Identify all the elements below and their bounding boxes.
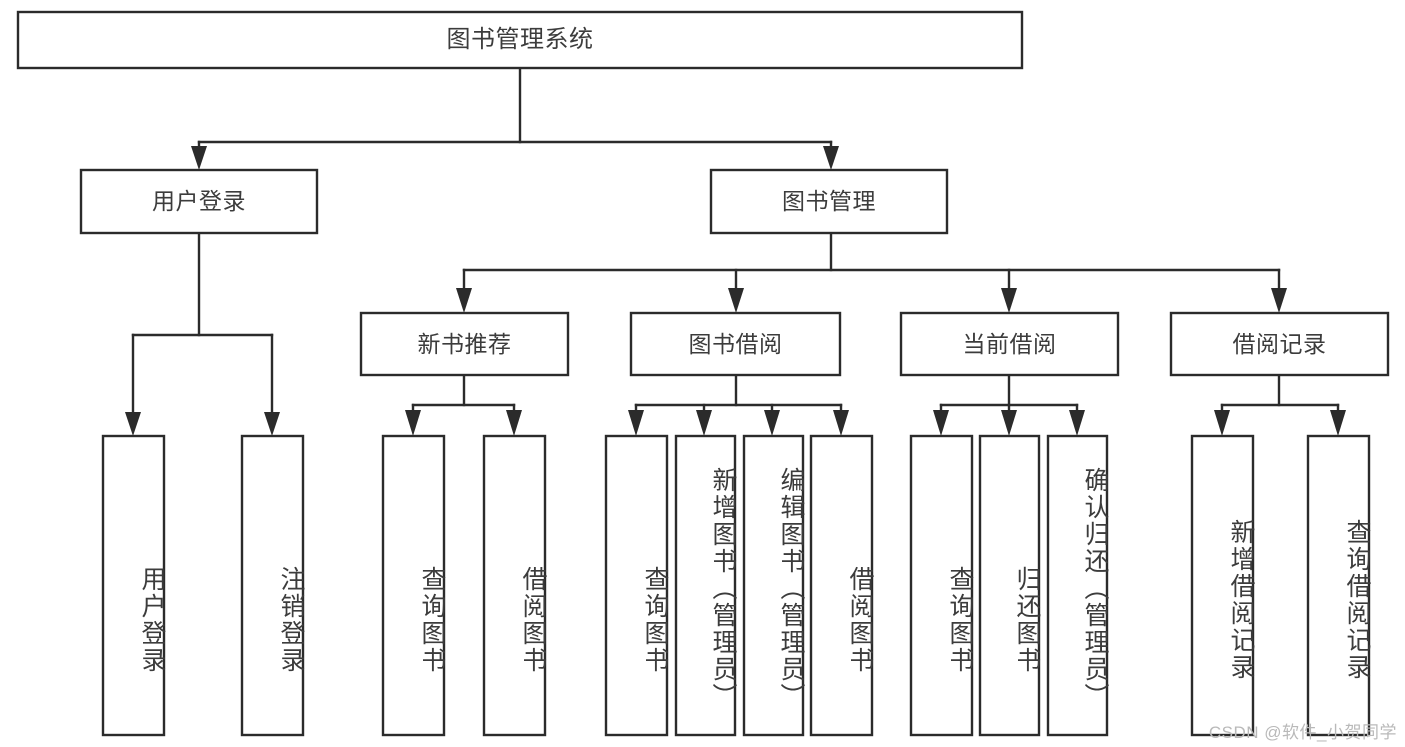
connector-records-to-leaves (1214, 373, 1346, 436)
node-box-leaf7[interactable] (742, 434, 805, 737)
connector-borrow-to-leaves (628, 373, 849, 436)
node-box-leaf6[interactable] (674, 434, 737, 737)
node-box-leaf11[interactable] (1046, 434, 1109, 737)
node-box-leaf3[interactable] (381, 434, 446, 737)
connector-bookmgmt-to-level3 (456, 231, 1287, 313)
node-box-leaf8[interactable] (809, 434, 874, 737)
node-box-root[interactable] (16, 10, 1024, 70)
node-box-current[interactable] (899, 311, 1120, 377)
node-box-login[interactable] (79, 168, 319, 235)
node-box-leaf2[interactable] (240, 434, 305, 737)
connector-root-to-level2 (191, 66, 839, 170)
node-box-leaf5[interactable] (604, 434, 669, 737)
connector-newbook-to-leaves (405, 373, 522, 436)
connector-current-to-leaves (933, 373, 1085, 436)
node-box-borrow[interactable] (629, 311, 842, 377)
node-box-newbook[interactable] (359, 311, 570, 377)
connector-login-to-leaves (125, 231, 280, 436)
node-box-leaf9[interactable] (909, 434, 974, 737)
node-box-records[interactable] (1169, 311, 1390, 377)
node-box-leaf1[interactable] (101, 434, 166, 737)
node-box-bookmgmt[interactable] (709, 168, 949, 235)
node-box-leaf4[interactable] (482, 434, 547, 737)
node-box-leaf13[interactable] (1306, 434, 1371, 737)
node-box-leaf10[interactable] (978, 434, 1041, 737)
node-box-leaf12[interactable] (1190, 434, 1255, 737)
